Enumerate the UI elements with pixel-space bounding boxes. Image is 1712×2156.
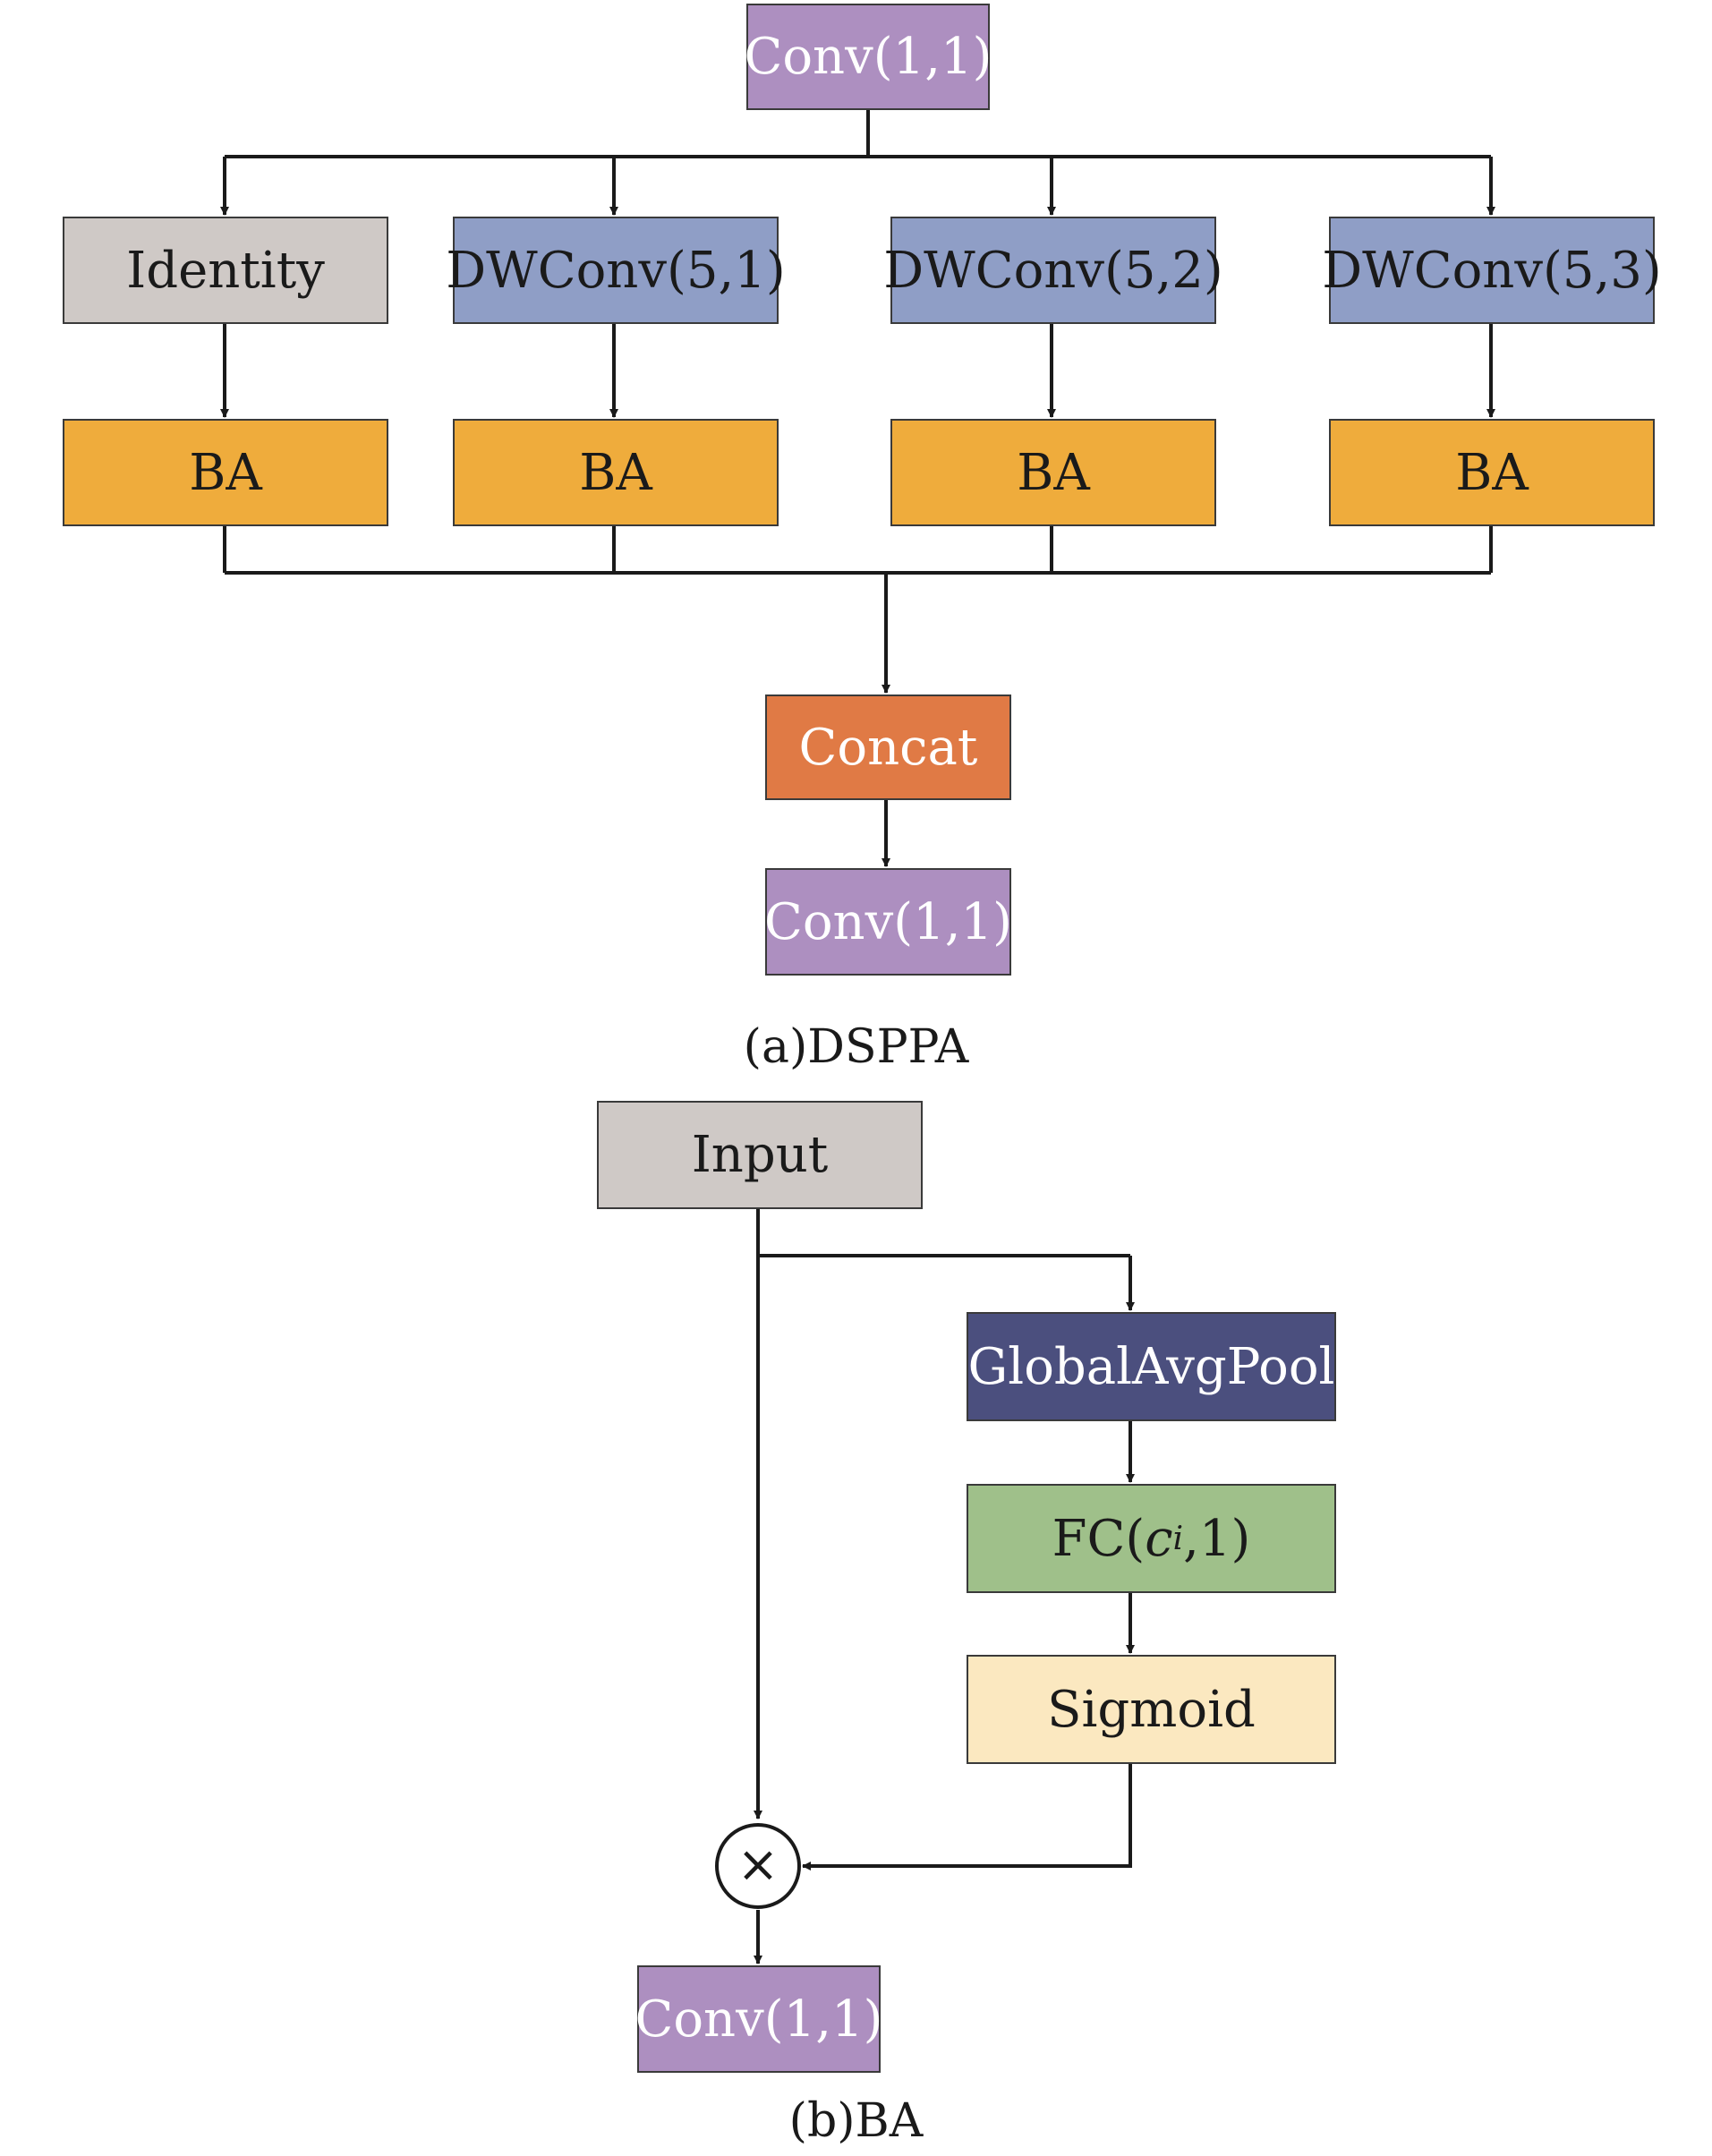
top-conv-box: Conv(1,1)	[744, 4, 992, 110]
caption-a: (a)DSPPA	[743, 1020, 969, 1074]
caption-b: (b)BA	[788, 2094, 924, 2148]
bottom-conv-box: Conv(1,1)	[764, 868, 1012, 976]
arrow-sigmoid-multiply	[802, 1764, 1132, 1871]
dwconv-5-1-box: DWConv(5,1)	[446, 217, 786, 324]
ba-box-2: BA	[453, 419, 779, 526]
dwconv-5-2-box: DWConv(5,2)	[883, 217, 1223, 324]
multiply-node	[715, 1823, 801, 1909]
multiply-symbol: ×	[737, 1836, 779, 1894]
global-avg-pool-box: GlobalAvgPool	[967, 1312, 1336, 1421]
fc-prefix: FC(	[1052, 1509, 1146, 1568]
ba-box-1: BA	[63, 419, 388, 526]
ba-box-4: BA	[1329, 419, 1655, 526]
dwconv-5-3-box: DWConv(5,3)	[1322, 217, 1662, 324]
fc-suffix: ,1)	[1183, 1509, 1251, 1568]
concat-box: Concat	[765, 695, 1011, 800]
fc-variable: c	[1145, 1509, 1173, 1568]
input-box: Input	[597, 1101, 923, 1209]
sigmoid-box: Sigmoid	[967, 1655, 1336, 1764]
ba-box-3: BA	[890, 419, 1216, 526]
output-conv-box: Conv(1,1)	[635, 1965, 883, 2073]
fc-subscript: i	[1172, 1520, 1184, 1557]
identity-box: Identity	[63, 217, 388, 324]
